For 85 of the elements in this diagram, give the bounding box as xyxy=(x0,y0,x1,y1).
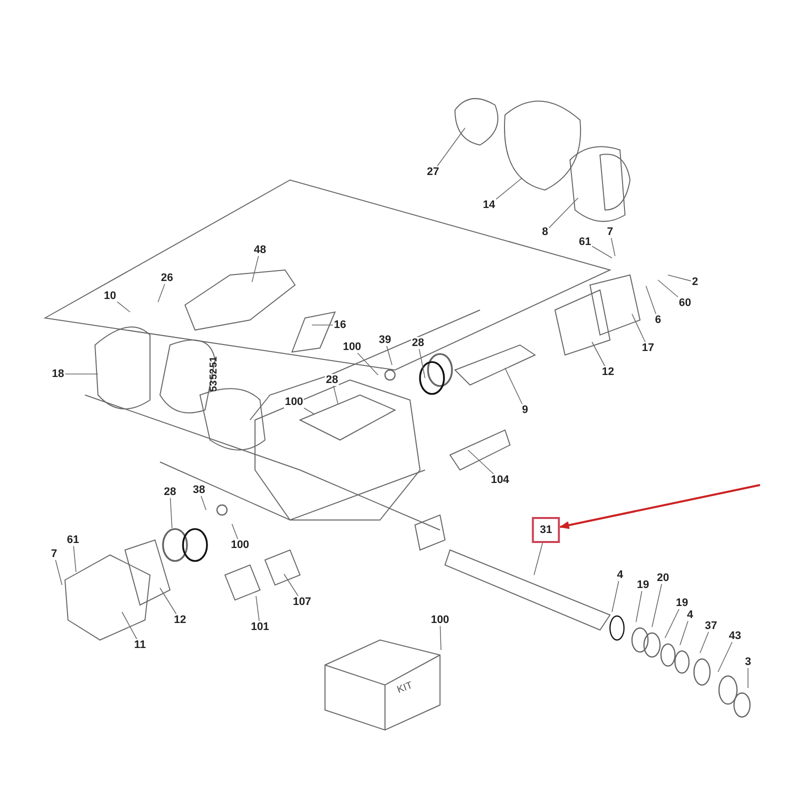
leader-line xyxy=(534,542,543,576)
leader-line xyxy=(312,324,334,326)
callout-number: 12 xyxy=(600,366,616,378)
highlight-arrow xyxy=(559,484,760,530)
callout-number: 12 xyxy=(172,614,188,626)
leader-line xyxy=(548,198,578,228)
callout-number: 61 xyxy=(578,236,592,248)
leader-line xyxy=(386,346,392,366)
highlighted-callout-number: 31 xyxy=(532,517,560,543)
leader-line xyxy=(496,178,522,200)
leader-line xyxy=(646,286,656,314)
callout-number: 28 xyxy=(410,337,426,349)
leader-line xyxy=(170,498,172,528)
leader-line xyxy=(700,632,709,654)
leader-line xyxy=(680,620,688,646)
callout-number: 100 xyxy=(284,396,304,408)
callout-number: 4 xyxy=(686,609,694,621)
callout-number: 8 xyxy=(540,226,550,238)
leader-line xyxy=(668,274,692,282)
callout-number: 60 xyxy=(678,297,692,309)
callout-number: 100 xyxy=(342,341,362,353)
callout-number: 101 xyxy=(250,621,270,633)
callout-number: 52 xyxy=(208,368,220,380)
leader-line xyxy=(504,368,523,404)
leader-line xyxy=(658,280,678,298)
callout-number: 17 xyxy=(640,342,656,354)
leader-line xyxy=(610,238,616,256)
leader-line xyxy=(73,546,76,572)
leader-line xyxy=(158,284,166,302)
callout-number: 10 xyxy=(102,290,118,302)
callout-number: 20 xyxy=(656,572,670,584)
callout-number: 39 xyxy=(378,334,392,346)
callout-number: 11 xyxy=(133,639,147,651)
leader-line xyxy=(592,246,612,258)
callout-number: 18 xyxy=(50,368,66,380)
leader-line xyxy=(122,612,138,640)
callout-number: 19 xyxy=(674,597,690,609)
leader-line xyxy=(357,352,378,376)
leader-line xyxy=(55,560,62,586)
callout-number: 43 xyxy=(728,630,742,642)
leader-line xyxy=(664,608,680,638)
leader-line xyxy=(718,642,733,672)
leader-line xyxy=(636,590,642,622)
leader-line xyxy=(116,301,130,312)
leader-line xyxy=(440,626,442,650)
callout-number: 28 xyxy=(162,486,178,498)
leader-line xyxy=(252,256,259,282)
callout-number: 3 xyxy=(744,656,752,668)
callout-number: 28 xyxy=(324,374,340,386)
callout-number: 9 xyxy=(520,404,530,416)
callout-number: 14 xyxy=(482,199,496,211)
callout-number: 6 xyxy=(654,314,662,326)
leader-line xyxy=(333,386,338,404)
callout-number: 7 xyxy=(50,548,58,560)
leader-line xyxy=(256,596,260,622)
callout-number: 53 xyxy=(208,380,220,392)
leader-line xyxy=(468,450,494,474)
callout-number: 19 xyxy=(636,579,650,591)
callout-number: 38 xyxy=(192,484,206,496)
leader-line xyxy=(232,524,238,540)
callout-number: 2 xyxy=(690,276,700,288)
callout-number: 107 xyxy=(292,596,312,608)
callout-number: 51 xyxy=(208,356,220,368)
callout-number: 27 xyxy=(426,166,440,178)
callout-number: 100 xyxy=(430,614,450,626)
callout-number: 61 xyxy=(66,534,80,546)
leader-line xyxy=(304,408,314,414)
callout-number: 100 xyxy=(230,539,250,551)
leader-line xyxy=(632,314,646,342)
callout-number: 4 xyxy=(616,569,624,581)
callout-number: 26 xyxy=(160,272,174,284)
leader-line xyxy=(160,588,177,614)
callout-number: 48 xyxy=(252,244,268,256)
box-print: KIT xyxy=(396,680,414,696)
callout-number: 104 xyxy=(490,474,510,486)
callout-number: 16 xyxy=(332,319,348,331)
leader-line xyxy=(592,342,606,366)
callout-number: 7 xyxy=(606,226,614,238)
leader-line xyxy=(436,128,466,166)
leader-line xyxy=(284,574,299,596)
leader-line xyxy=(612,580,620,612)
leader-line xyxy=(418,348,426,378)
leader-line xyxy=(652,584,662,628)
callout-number: 37 xyxy=(704,620,718,632)
leader-line xyxy=(200,496,206,510)
